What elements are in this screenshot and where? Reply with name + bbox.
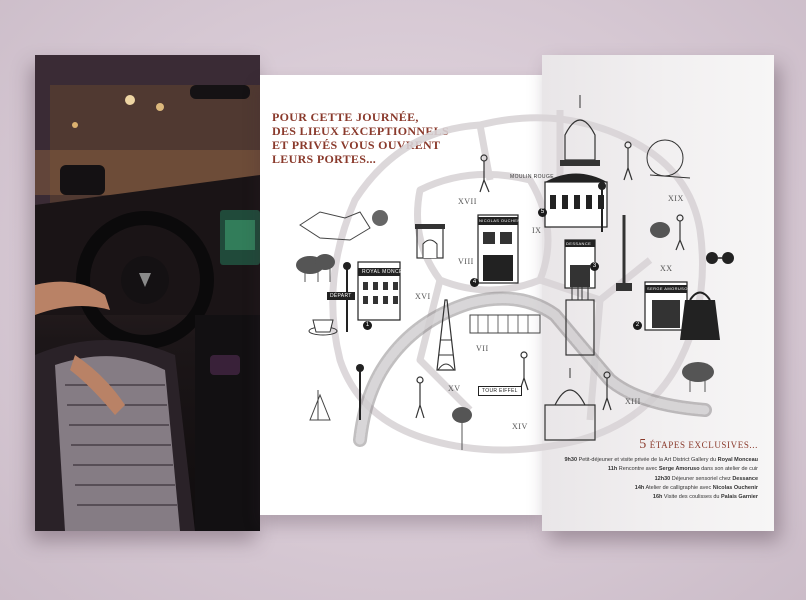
car-interior-illustration bbox=[35, 55, 260, 531]
step-time: 11h bbox=[608, 466, 618, 473]
headline-line-2: DES LIEUX EXCEPTIONNELS bbox=[272, 124, 449, 138]
district-ix: IX bbox=[532, 226, 542, 235]
label-serge-amoruso: SERGE AMORUSO bbox=[647, 286, 688, 291]
district-xix: XIX bbox=[668, 194, 684, 203]
badge-step-3: 3 bbox=[590, 262, 599, 271]
district-xvii: XVII bbox=[458, 197, 477, 206]
step-time: 16h bbox=[652, 494, 663, 501]
badge-step-4: 4 bbox=[470, 278, 479, 287]
district-viii: VIII bbox=[458, 257, 474, 266]
step-place: Palais Garnier bbox=[721, 494, 758, 501]
step-time: 12h30 bbox=[654, 475, 671, 482]
headline-line-1: POUR CETTE JOURNÉE, bbox=[272, 110, 419, 124]
steps-list: 5 ÉTAPES EXCLUSIVES... 9h30 Petit-déjeun… bbox=[533, 437, 758, 502]
step-item-4: 14h Atelier de calligraphie avec Nicolas… bbox=[533, 484, 758, 493]
district-xv: XV bbox=[448, 384, 461, 393]
step-text: Atelier de calligraphie avec bbox=[645, 484, 713, 491]
photo-panel-car-interior bbox=[35, 55, 260, 531]
badge-step-5: 5 bbox=[538, 208, 547, 217]
step-place: Royal Monceau bbox=[717, 457, 758, 463]
district-vii: VII bbox=[476, 344, 489, 353]
steps-title-number: 5 bbox=[639, 437, 647, 452]
district-xiii: XIII bbox=[625, 397, 641, 406]
step-time: 14h bbox=[634, 484, 645, 491]
steps-title: 5 ÉTAPES EXCLUSIVES... bbox=[533, 437, 758, 453]
district-xvi: XVI bbox=[415, 292, 431, 301]
steps-title-text: ÉTAPES EXCLUSIVES... bbox=[649, 440, 758, 450]
step-item-1: 9h30 Petit-déjeuner et visite privée de … bbox=[533, 456, 758, 465]
step-text: Visite des coulisses du bbox=[663, 494, 721, 501]
sign-depart: DÉPART bbox=[327, 292, 355, 300]
step-place: Dessance bbox=[732, 475, 758, 482]
sign-tour-eiffel: TOUR EIFFEL bbox=[478, 386, 522, 396]
step-place: Nicolas Ouchenir bbox=[712, 484, 758, 491]
label-nicolas-ouchenir: NICOLAS OUCHENIR bbox=[479, 218, 526, 223]
label-moulin-rouge: MOULIN ROUGE bbox=[510, 174, 554, 180]
step-item-5: 16h Visite des coulisses du Palais Garni… bbox=[533, 493, 758, 502]
headline-line-3: ET PRIVÉS VOUS OUVRENT bbox=[272, 138, 441, 152]
step-text: Rencontre avec bbox=[618, 466, 659, 473]
step-text-after: dans son atelier de cuir bbox=[701, 466, 758, 473]
headline-line-4: LEURS PORTES... bbox=[272, 152, 377, 166]
step-time: 9h30 bbox=[564, 457, 578, 463]
badge-step-2: 2 bbox=[633, 321, 642, 330]
label-dessance: DESSANCE bbox=[566, 241, 592, 246]
step-item-2: 11h Rencontre avec Serge Amoruso dans so… bbox=[533, 465, 758, 474]
step-text: Petit-déjeuner et visite privée de la Ar… bbox=[578, 457, 718, 463]
step-place: Serge Amoruso bbox=[658, 466, 700, 473]
district-xx: XX bbox=[660, 264, 673, 273]
badge-step-1: 1 bbox=[363, 321, 372, 330]
label-royal-monceau: ROYAL MONCEAU bbox=[362, 269, 411, 275]
headline: POUR CETTE JOURNÉE, DES LIEUX EXCEPTIONN… bbox=[272, 110, 472, 166]
district-xiv: XIV bbox=[512, 422, 528, 431]
step-item-3: 12h30 Déjeuner sensoriel chez Dessance bbox=[533, 475, 758, 484]
step-text: Déjeuner sensoriel chez bbox=[671, 475, 733, 482]
